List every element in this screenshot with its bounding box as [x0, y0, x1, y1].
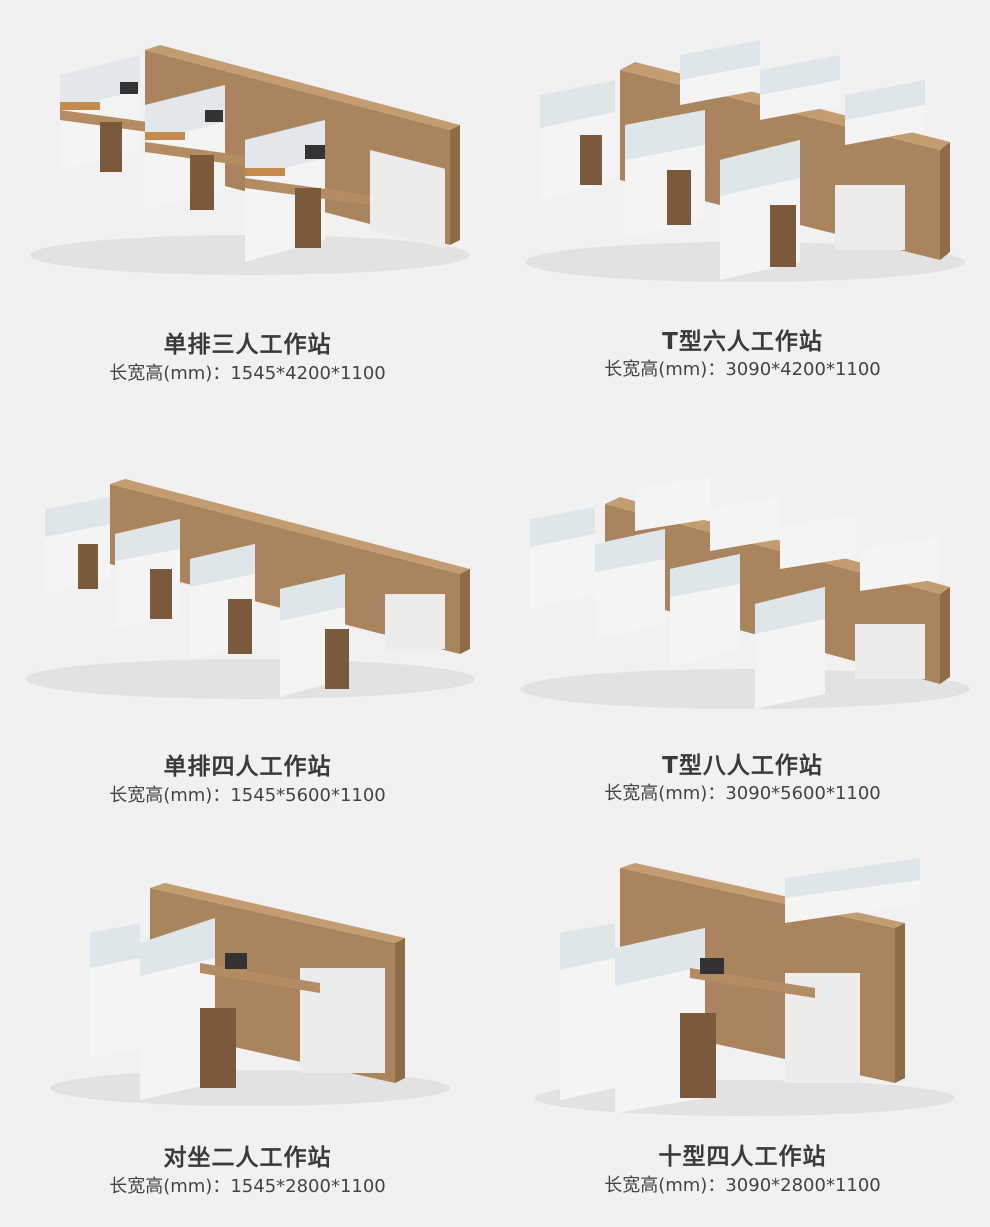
product-title: 对坐二人工作站 [163, 1145, 332, 1171]
product-dimensions: 长宽高(mm)：3090*2800*1100 [604, 1175, 881, 1196]
workstation-single-row-4-illustration [25, 479, 475, 699]
workstation-cross-4-illustration [535, 858, 955, 1116]
product-card-cross-4[interactable]: 十型四人工作站 长宽高(mm)：3090*2800*1100 [495, 818, 990, 1227]
product-title: T型八人工作站 [662, 753, 823, 779]
product-dimensions: 长宽高(mm)：1545*4200*1100 [109, 363, 386, 384]
product-title: 十型四人工作站 [658, 1144, 827, 1170]
product-card-facing-2[interactable]: 对坐二人工作站 长宽高(mm)：1545*2800*1100 [0, 818, 495, 1227]
workstation-t-shape-8-illustration [520, 477, 970, 709]
product-card-single-row-3[interactable]: 单排三人工作站 长宽高(mm)：1545*4200*1100 [0, 0, 495, 409]
product-dimensions: 长宽高(mm)：3090*4200*1100 [604, 359, 881, 380]
product-title: 单排三人工作站 [163, 332, 332, 358]
product-card-t-shape-8[interactable]: T型八人工作站 长宽高(mm)：3090*5600*1100 [495, 409, 990, 818]
product-card-single-row-4[interactable]: 单排四人工作站 长宽高(mm)：1545*5600*1100 [0, 409, 495, 818]
workstation-single-row-3-illustration [30, 45, 470, 275]
workstation-t-shape-6-illustration [525, 40, 965, 282]
product-dimensions: 长宽高(mm)：1545*5600*1100 [109, 785, 386, 806]
product-title: T型六人工作站 [662, 329, 823, 355]
product-card-t-shape-6[interactable]: T型六人工作站 长宽高(mm)：3090*4200*1100 [495, 0, 990, 409]
product-dimensions: 长宽高(mm)：1545*2800*1100 [109, 1176, 386, 1197]
product-title: 单排四人工作站 [163, 754, 332, 780]
product-dimensions: 长宽高(mm)：3090*5600*1100 [604, 783, 881, 804]
workstation-facing-2-illustration [50, 883, 450, 1106]
